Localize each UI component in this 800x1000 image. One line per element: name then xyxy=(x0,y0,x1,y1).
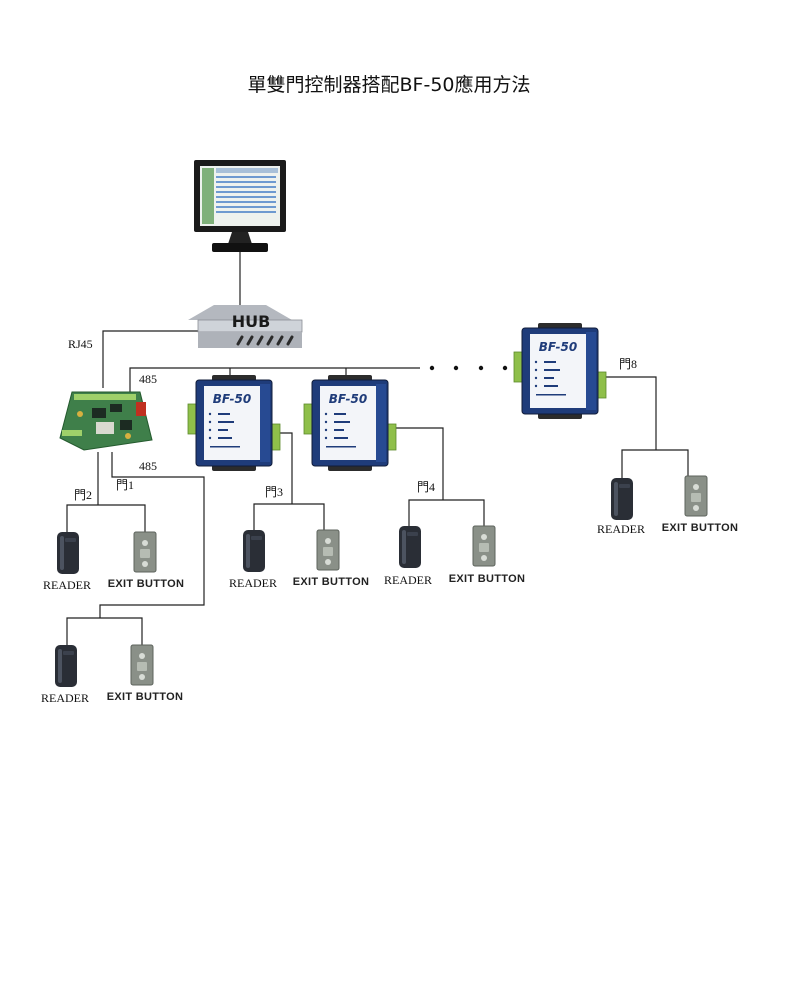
door-1-label: 門1 xyxy=(116,478,134,492)
door-group: READER EXIT BUTTON xyxy=(597,475,738,536)
exit-button-icon xyxy=(472,525,496,567)
card-reader-icon xyxy=(399,526,421,568)
exit-button-label: EXIT BUTTON xyxy=(662,522,738,534)
door-8-label: 門8 xyxy=(619,357,637,371)
computer-monitor-icon xyxy=(194,160,286,252)
door-4-label: 門4 xyxy=(417,480,435,494)
door-3-label: 門3 xyxy=(265,485,283,499)
diagram-title: 單雙門控制器搭配BF-50應用方法 xyxy=(248,73,531,96)
hub-label: HUB xyxy=(232,312,271,331)
exit-button-icon xyxy=(684,475,708,517)
card-reader-icon xyxy=(57,532,79,574)
hub-icon: HUB xyxy=(188,305,303,348)
bf50-label: BF-50 xyxy=(213,392,251,406)
exit-button-icon xyxy=(133,531,157,573)
door-group: READER EXIT BUTTON xyxy=(41,644,183,705)
exit-button-label: EXIT BUTTON xyxy=(108,578,184,590)
door-2-label: 門2 xyxy=(74,488,92,502)
bus-485-bottom-label: 485 xyxy=(139,459,157,473)
bf50-label: BF-50 xyxy=(329,392,367,406)
door-group: READER EXIT BUTTON xyxy=(43,531,184,592)
reader-label: READER xyxy=(41,691,89,705)
reader-label: READER xyxy=(384,573,432,587)
bf50-converter-2: BF-50 xyxy=(303,374,397,472)
exit-button-icon xyxy=(130,644,154,686)
rj45-label: RJ45 xyxy=(68,337,93,351)
bf50-converter-1: BF-50 xyxy=(187,374,281,472)
bf50-label: BF-50 xyxy=(539,340,577,354)
door-group: READER EXIT BUTTON xyxy=(384,525,525,587)
exit-button-icon xyxy=(316,529,340,571)
exit-button-label: EXIT BUTTON xyxy=(107,691,183,703)
exit-button-label: EXIT BUTTON xyxy=(449,573,525,585)
controller-board-icon xyxy=(59,391,153,451)
card-reader-icon xyxy=(243,530,265,572)
door-group: READER EXIT BUTTON xyxy=(229,529,369,590)
reader-label: READER xyxy=(229,576,277,590)
card-reader-icon xyxy=(611,478,633,520)
continuation-dots xyxy=(429,365,508,371)
bf50-converter-8: BF-50 xyxy=(513,322,607,420)
reader-label: READER xyxy=(597,522,645,536)
exit-button-label: EXIT BUTTON xyxy=(293,576,369,588)
bus-485-top-label: 485 xyxy=(139,372,157,386)
reader-label: READER xyxy=(43,578,91,592)
card-reader-icon xyxy=(55,645,77,687)
